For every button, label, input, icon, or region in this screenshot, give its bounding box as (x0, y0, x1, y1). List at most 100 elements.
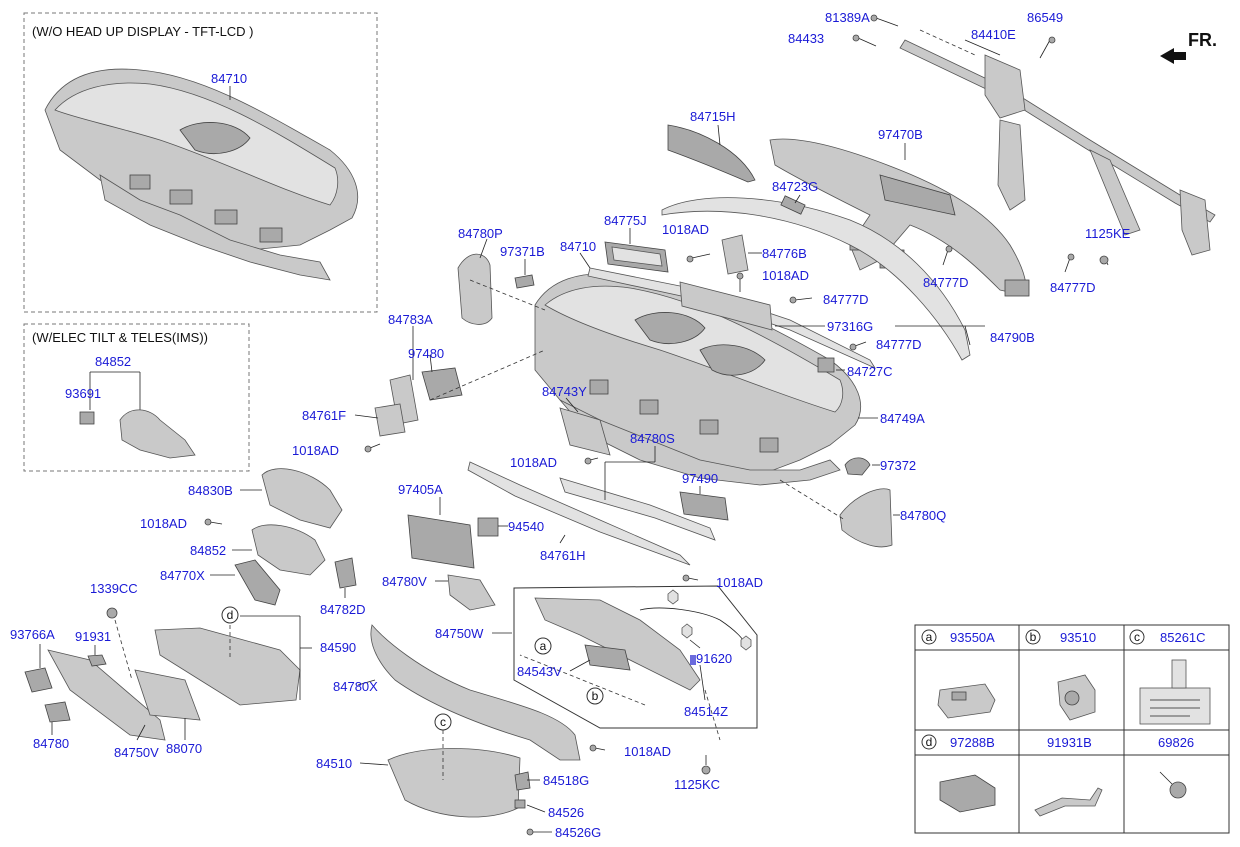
legend-table: a 93550A b 93510 c 85261C d 97288B 91931… (914, 624, 1230, 834)
mount-tab-3 (699, 419, 719, 435)
module-97288B-drawing (939, 774, 996, 813)
label-91620: 91620 (696, 651, 732, 666)
bezel-84775J-inner (611, 246, 663, 267)
cluster-opening-main (634, 312, 706, 344)
panel-84590 (154, 627, 301, 706)
switch-93691 (79, 411, 95, 425)
front-label: FR. (1188, 30, 1217, 50)
label-84710: 84710 (560, 239, 596, 254)
part-97371B (514, 274, 535, 289)
part-labels: 81389A 84433 86549 84410E 84715H 97470B … (10, 10, 1131, 840)
cover-84780V (447, 574, 496, 611)
clip-84723G (780, 195, 806, 215)
bracket-84776B (721, 234, 749, 275)
legend-part-69826: 69826 (1158, 735, 1194, 750)
panel-84761F (374, 403, 406, 437)
legend-key-c-text: c (1134, 630, 1140, 644)
vent-97490 (679, 491, 729, 521)
label-85261C-drawing (1139, 687, 1211, 725)
label-97470B: 97470B (878, 127, 923, 142)
cover-84780Q (839, 488, 893, 548)
label-84775J: 84775J (604, 213, 647, 228)
vent-97405A (407, 514, 475, 569)
legend-part-91931B: 91931B (1047, 735, 1092, 750)
callout-b-text: b (592, 689, 599, 703)
cross-bar-tube (899, 39, 1216, 223)
fasteners (204, 14, 1109, 775)
cross-bar-bracket-right (1179, 189, 1211, 256)
label-84777D-1: 84777D (823, 292, 869, 307)
legend-part-93550A: 93550A (950, 630, 995, 645)
inset-outline (513, 585, 758, 729)
mount-tab-2 (639, 399, 659, 415)
label-84410E: 84410E (971, 27, 1016, 42)
duct-bracket-3 (214, 209, 238, 225)
label-85261C-tab (1171, 659, 1187, 689)
label-84782D: 84782D (320, 602, 366, 617)
label-1018AD-5: 1018AD (140, 516, 187, 531)
legend-key-a-text: a (926, 630, 933, 644)
connector-hex-2 (681, 623, 693, 639)
label-84852: 84852 (190, 543, 226, 558)
label-1018AD-6: 1018AD (716, 575, 763, 590)
label-84727C: 84727C (847, 364, 893, 379)
duct-center-outlet (879, 174, 956, 216)
connection-lines (114, 29, 976, 780)
label-84770X: 84770X (160, 568, 205, 583)
label-84780: 84780 (33, 736, 69, 751)
callout-a-text: a (540, 639, 547, 653)
callout-a (534, 637, 552, 655)
nut-1339CC (106, 607, 118, 619)
hud-ducts (129, 174, 283, 243)
screw-69826-head (1169, 781, 1187, 799)
label-84433: 84433 (788, 31, 824, 46)
label-84590: 84590 (320, 640, 356, 655)
leader-lines (39, 39, 1001, 833)
label-84750W: 84750W (435, 626, 484, 641)
crash-pad-main-top (544, 285, 844, 413)
label-84783A: 84783A (388, 312, 433, 327)
callout-c-text: c (440, 715, 446, 729)
label-97316G: 97316G (827, 319, 873, 334)
garnish-84780S (559, 477, 716, 541)
part-84715H-cover (667, 124, 756, 183)
connector-hex-3 (740, 635, 752, 651)
label-84750V: 84750V (114, 745, 159, 760)
cluster-opening (179, 122, 251, 154)
cross-bar-bracket-center (997, 119, 1026, 211)
switch-93550A-drawing (937, 683, 996, 719)
label-84830B: 84830B (188, 483, 233, 498)
wiring-91620 (639, 607, 746, 646)
tilt-box-title: (W/ELEC TILT & TELES(IMS)) (32, 330, 208, 345)
shroud-84830B (261, 468, 343, 529)
callout-markers: a b c d (221, 606, 604, 731)
label-84780S: 84780S (630, 431, 675, 446)
label-1018AD-1: 1018AD (662, 222, 709, 237)
connector-hex-1 (667, 589, 679, 605)
hud-variant-box: (W/O HEAD UP DISPLAY - TFT-LCD ) 84710 (23, 12, 378, 313)
label-97371B: 97371B (500, 244, 545, 259)
column-shroud-tilt (119, 409, 196, 459)
switch-93510-knob (1064, 690, 1080, 706)
label-84514Z: 84514Z (684, 704, 728, 719)
trim-84790B (661, 197, 971, 361)
cowl-cross-bar (899, 39, 1216, 256)
label-84776B: 84776B (762, 246, 807, 261)
bumper-84526G (526, 828, 534, 836)
label-84526: 84526 (548, 805, 584, 820)
legend-key-a (921, 629, 937, 645)
hud-box-title: (W/O HEAD UP DISPLAY - TFT-LCD ) (32, 24, 254, 39)
bracket-91931 (87, 654, 107, 667)
label-1018AD-2: 1018AD (762, 268, 809, 283)
module-88070 (134, 669, 201, 721)
label-1018AD-7: 1018AD (624, 744, 671, 759)
label-1018AD-4: 1018AD (510, 455, 557, 470)
duct-bracket-4 (259, 227, 283, 243)
legend-part-97288B: 97288B (950, 735, 995, 750)
label-84852-tilt: 84852 (95, 354, 131, 369)
garnish-84761H (467, 461, 691, 566)
label-84543V: 84543V (517, 664, 562, 679)
label-84710-hud: 84710 (211, 71, 247, 86)
vent-97372 (844, 457, 871, 476)
